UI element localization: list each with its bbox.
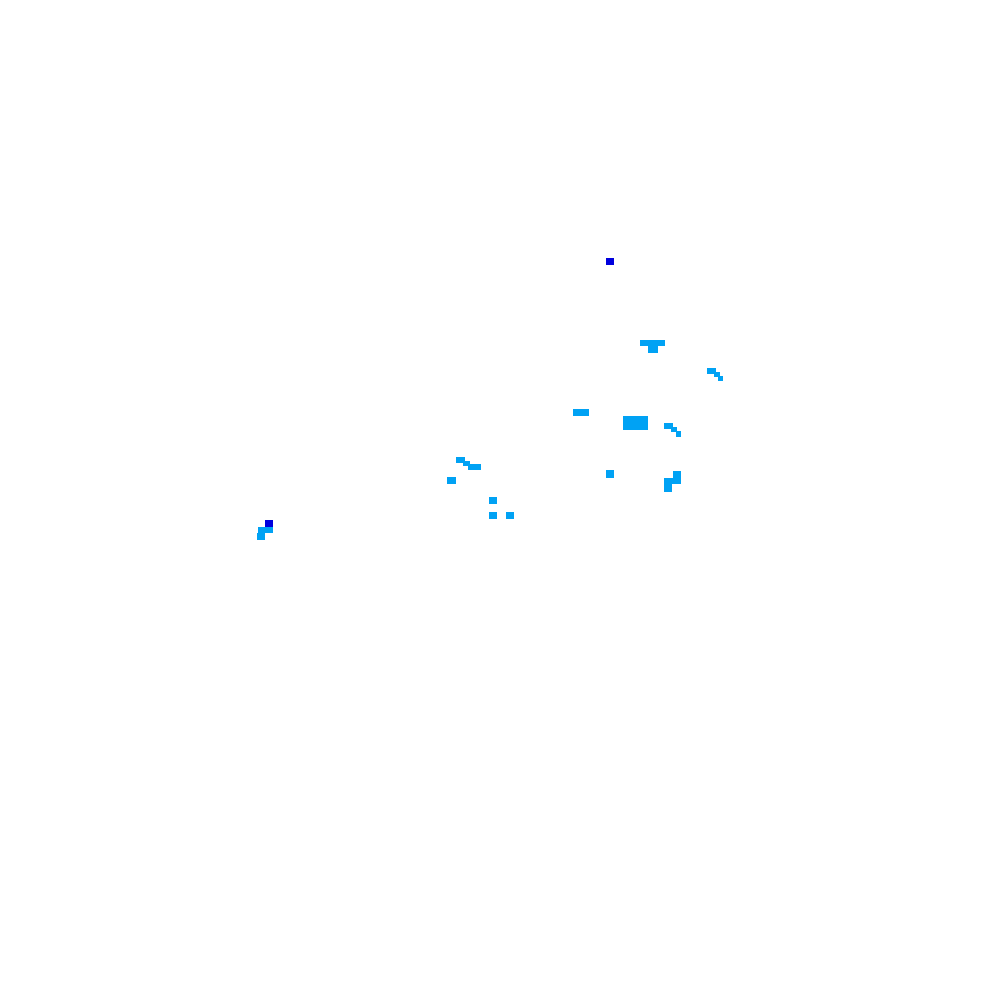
light-blue-pixel [676,431,681,437]
light-blue-pixel [623,416,648,430]
light-blue-pixel [714,372,720,377]
light-blue-pixel [707,368,716,374]
light-blue-pixel [447,477,456,484]
light-blue-pixel [468,464,481,470]
light-blue-pixel [640,340,665,346]
light-blue-pixel [671,427,677,432]
light-blue-pixel [258,527,273,533]
dark-blue-pixel [265,520,273,527]
light-blue-pixel [664,484,672,492]
light-blue-pixel [673,471,681,479]
light-blue-pixel [606,470,614,478]
light-blue-pixel [489,512,497,519]
light-blue-pixel [648,346,658,353]
light-blue-pixel [506,512,514,519]
light-blue-pixel [257,533,265,540]
light-blue-pixel [456,457,465,463]
light-blue-pixel [463,461,470,466]
light-blue-pixel [664,478,681,484]
dark-blue-pixel [606,258,614,265]
light-blue-pixel [573,409,589,416]
light-blue-pixel [718,376,723,381]
light-blue-pixel [664,423,673,429]
light-blue-pixel [489,497,497,504]
